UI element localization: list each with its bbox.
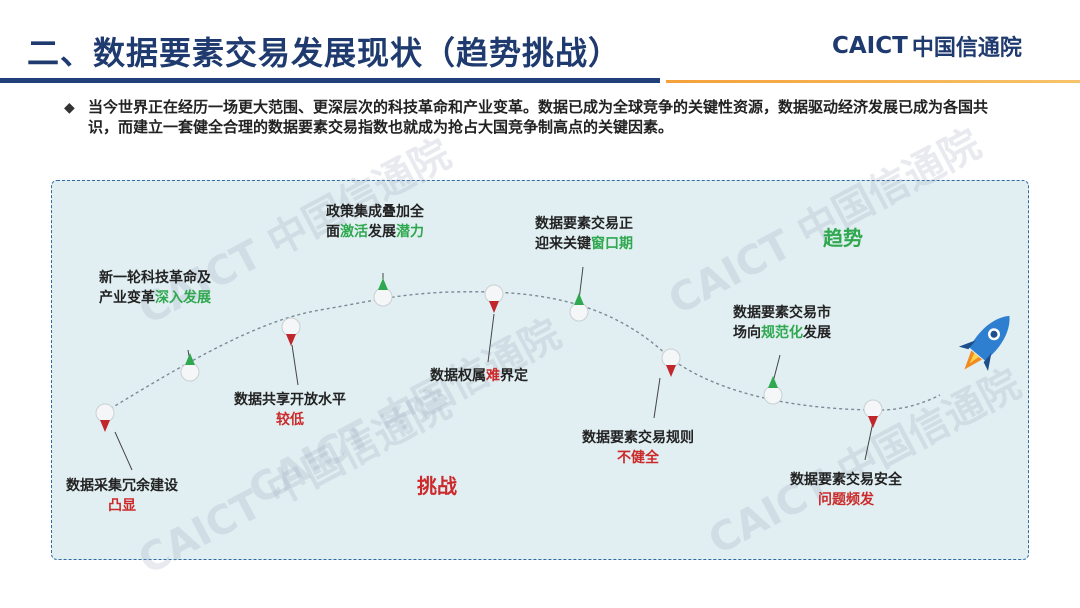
caict-logo: CAICT 中国信通院: [832, 30, 1022, 62]
challenges-heading: 挑战: [417, 474, 457, 498]
header-rule-blue: [0, 78, 660, 83]
trend-label-4: 数据要素交易市 场向规范化发展: [733, 305, 831, 341]
trends-heading: 趋势: [823, 226, 863, 250]
logo-text-cn: 中国信通院: [911, 36, 1022, 61]
pin-red-icon: [661, 348, 681, 377]
pin-red-icon: [484, 284, 504, 313]
challenge-label-2: 数据共享开放水平 较低: [234, 392, 346, 428]
pin-red-icon: [95, 403, 115, 432]
challenge-label-3: 数据权属难界定: [430, 368, 528, 384]
challenge-label-5: 数据要素交易安全 问题频发: [790, 472, 902, 508]
intro-paragraph: 当今世界正在经历一场更大范围、更深层次的科技革命和产业变革。数据已成为全球竞争的…: [88, 98, 989, 136]
pin-green-icon: [373, 278, 393, 307]
pin-red-icon: [863, 399, 883, 428]
trend-label-3: 数据要素交易正 迎来关键窗口期: [535, 216, 633, 252]
trend-pins: [180, 278, 783, 405]
header-rule-orange: [666, 80, 1080, 83]
trend-label-2: 政策集成叠加全 面激活发展潜力: [326, 204, 424, 240]
wave-curve: [104, 291, 941, 413]
page-title: 二、数据要素交易发展现状（趋势挑战）: [27, 34, 622, 72]
diamond-bullet-icon: ◆: [64, 100, 75, 116]
challenge-pins: [95, 284, 883, 432]
pin-red-icon: [281, 317, 301, 346]
trend-challenge-panel: [51, 180, 1029, 560]
rocket-icon: [958, 315, 1010, 372]
trend-label-1: 新一轮科技革命及 产业变革深入发展: [99, 270, 211, 306]
pin-green-icon: [180, 353, 200, 382]
logo-text-en: CAICT: [832, 33, 908, 59]
pin-green-icon: [569, 293, 589, 322]
challenge-label-1: 数据采集冗余建设 凸显: [66, 478, 178, 514]
pin-green-icon: [763, 376, 783, 405]
challenge-label-4: 数据要素交易规则 不健全: [582, 430, 694, 466]
